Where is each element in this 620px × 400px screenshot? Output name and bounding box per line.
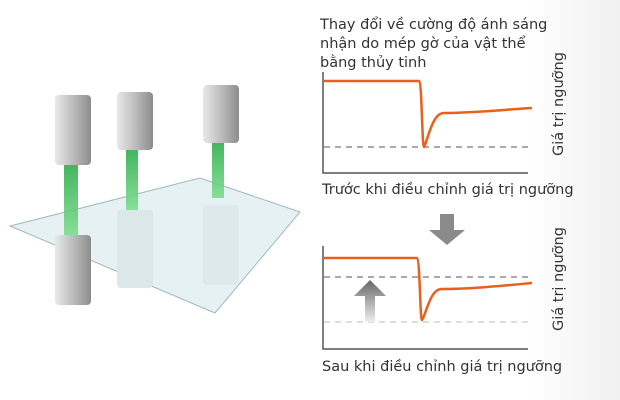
sensor-middle: [117, 92, 153, 288]
top-chart-caption: Trước khi điều chỉnh giá trị ngưỡng: [322, 182, 574, 198]
down-arrow-icon: [429, 214, 465, 245]
diagram-title: Thay đổi về cường độ ánh sáng nhận do mé…: [320, 16, 547, 73]
up-arrow-icon: [354, 280, 386, 322]
top-signal-line: [323, 79, 533, 149]
bottom-axis-label: Giá trị ngưỡng: [551, 227, 567, 331]
bottom-chart-caption: Sau khi điều chỉnh giá trị ngưỡng: [322, 359, 563, 375]
title-line: bằng thủy tinh: [320, 55, 427, 71]
sensor-right: [203, 85, 239, 285]
top-axis-label: Giá trị ngưỡng: [551, 52, 567, 156]
bottom-signal-line: [323, 256, 533, 322]
top-chart: [322, 72, 533, 174]
title-line: Thay đổi về cường độ ánh sáng: [320, 17, 548, 33]
glass-plate: [8, 177, 301, 314]
bottom-chart: [322, 246, 533, 350]
title-line: nhận do mép gờ của vật thể: [320, 36, 526, 52]
sensor-left: [55, 95, 91, 305]
